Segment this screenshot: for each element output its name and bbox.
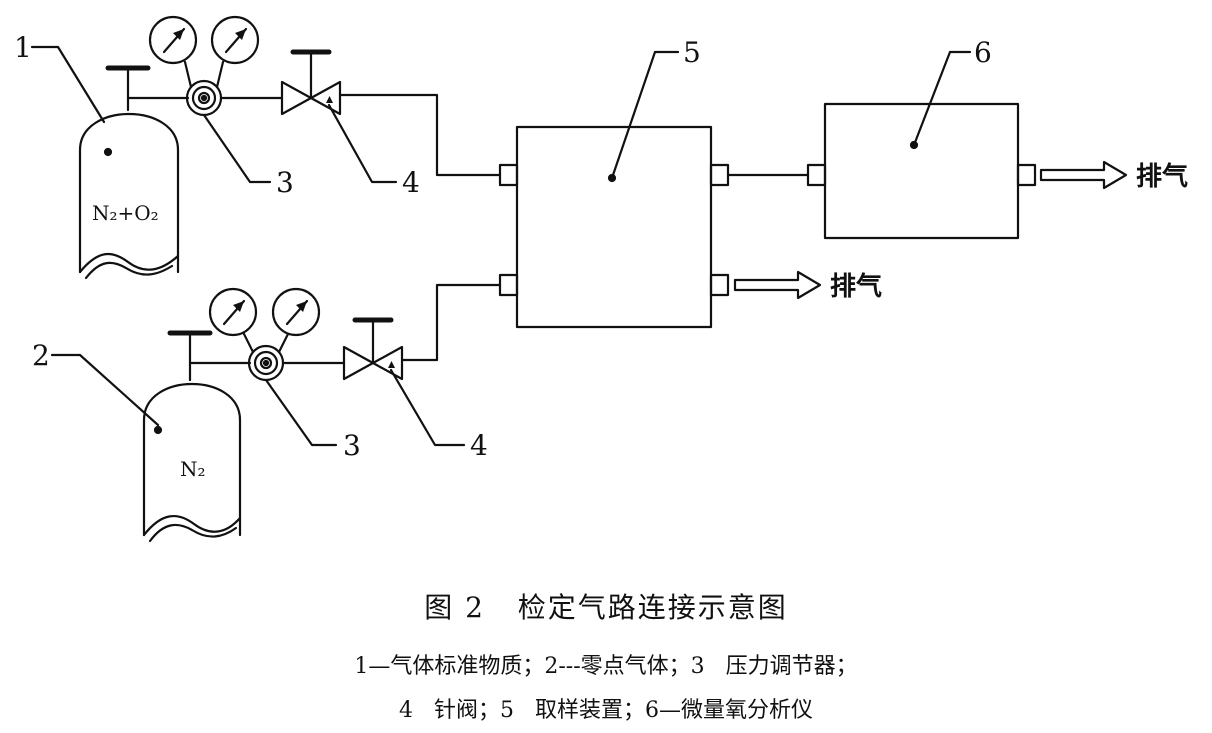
exhaust-label-sampling: 排气 [830, 271, 882, 302]
port-out-lower [709, 273, 730, 297]
pressure-gauge-icon [148, 15, 198, 65]
pressure-gauge-icon [271, 287, 321, 337]
exhaust-label-analyzer: 排气 [1136, 161, 1188, 192]
cylinder-1 [78, 65, 180, 280]
leader-line-3b [264, 378, 338, 447]
pressure-gauge-icon [210, 15, 260, 65]
figure-legend-line-2: 4 针阀；5 取样装置；6—微量氧分析仪 [399, 698, 813, 723]
gas-path-diagram: 1 2 3 3 4 4 5 6 N₂+O₂ N₂ 排气 排气 [14, 15, 1188, 543]
label-regulator1-number: 3 [276, 166, 294, 199]
leader-line-2 [50, 353, 160, 427]
port-out-upper [709, 163, 730, 187]
cylinder-2 [142, 330, 242, 543]
sampling-device [515, 125, 713, 329]
label-sampling-number: 5 [683, 36, 701, 69]
label-cylinder1-number: 1 [14, 31, 32, 64]
pipe-valve2-sampling [400, 283, 502, 362]
pressure-regulator-2 [208, 287, 321, 382]
leader-line-6 [912, 50, 972, 147]
exhaust-arrow-icon [733, 270, 822, 300]
pipe-valve1-sampling [338, 93, 502, 177]
needle-valve-2 [342, 317, 404, 381]
exhaust-arrow-icon [1039, 160, 1128, 190]
leader-line-5 [610, 50, 680, 180]
analyzer-port-in [806, 163, 827, 187]
label-valve2-number: 4 [470, 429, 488, 462]
port-in-upper [498, 163, 519, 187]
figure-legend-line-1: 1—气体标准物质；2---零点气体；3 压力调节器； [354, 654, 858, 679]
label-valve1-number: 4 [402, 166, 420, 199]
needle-valve-1 [280, 49, 342, 116]
label-cylinder2-number: 2 [32, 339, 50, 372]
cylinder1-gas-label: N₂+O₂ [92, 201, 159, 225]
figure-title: 图 2 检定气路连接示意图 [424, 591, 788, 624]
leader-line-4b [389, 368, 466, 447]
pressure-regulator-1 [148, 15, 260, 117]
leader-line-4a [327, 103, 398, 184]
label-regulator2-number: 3 [343, 429, 361, 462]
cylinder2-gas-label: N₂ [180, 457, 206, 481]
leader-line-1 [30, 45, 106, 124]
pressure-gauge-icon [208, 287, 258, 337]
port-in-lower [498, 273, 519, 297]
analyzer-port-out [1016, 163, 1037, 187]
label-analyzer-number: 6 [974, 36, 992, 69]
leader-line-3a [202, 113, 272, 184]
